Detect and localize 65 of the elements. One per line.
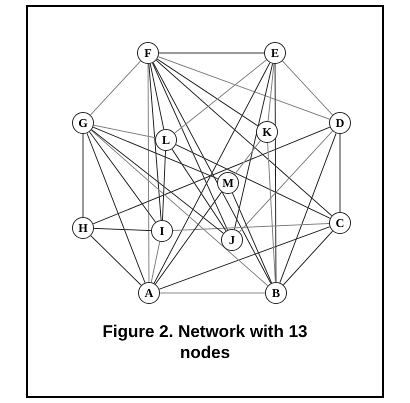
connector-line [174, 59, 267, 134]
node-label: J [229, 232, 235, 248]
connector-line [175, 144, 331, 219]
connector-line [274, 64, 276, 282]
connector-line [162, 150, 166, 220]
node-label: I [160, 224, 164, 238]
connector-line [282, 60, 334, 116]
connector-line [86, 132, 146, 284]
node-label: D [336, 116, 344, 130]
node-label: C [336, 216, 344, 230]
node-circle [138, 282, 160, 304]
connector-line [158, 56, 330, 120]
connector-line [150, 63, 164, 130]
node-circle [221, 229, 243, 251]
connector-line [150, 241, 160, 283]
connector-line [82, 134, 84, 218]
connector-line [90, 60, 142, 116]
node-label: K [262, 124, 272, 140]
node-label: F [144, 46, 152, 60]
node-circle [265, 282, 287, 304]
connector-line [91, 129, 224, 234]
node-circle [217, 172, 239, 194]
connector-line [90, 130, 268, 286]
connector-line [234, 140, 261, 175]
node-circle [256, 121, 278, 143]
connector-line [232, 192, 272, 284]
node-circle [264, 42, 286, 64]
node-label: A [144, 286, 154, 300]
node-circle [329, 212, 351, 234]
connector-line [93, 124, 156, 138]
connector-line [148, 63, 162, 221]
connector-line [158, 52, 264, 54]
node-label: H [78, 220, 88, 236]
node-label: M [222, 176, 234, 190]
connector-line [158, 226, 330, 290]
connector-line [267, 142, 276, 283]
node-label: E [270, 46, 279, 60]
node-label: B [272, 286, 280, 300]
node-circle [72, 217, 94, 239]
node-label: L [162, 132, 170, 148]
connector-line [94, 228, 152, 232]
connector-line [89, 131, 156, 223]
figure-caption: Figure 2. Network with 13 nodes [102, 321, 308, 363]
connector-line [92, 126, 330, 224]
node-circle [72, 112, 94, 134]
connector-line [282, 230, 334, 286]
connector-line [160, 292, 266, 294]
connector-line [156, 60, 332, 216]
connector-line [238, 130, 334, 232]
connector-line [156, 58, 258, 126]
node-circle [155, 129, 177, 151]
node-circle [329, 112, 351, 134]
connector-line [154, 191, 222, 285]
connector-line [279, 132, 337, 284]
connector-line [90, 235, 142, 286]
connector-line [234, 63, 274, 230]
node-circle [151, 220, 173, 242]
connector-line [172, 148, 226, 232]
connector-line [92, 126, 218, 180]
connector-line [148, 64, 150, 282]
node-label: G [78, 116, 88, 130]
connector-line [268, 63, 274, 122]
connector-line [152, 62, 228, 230]
connector-line [172, 223, 330, 231]
node-circle [137, 42, 159, 64]
